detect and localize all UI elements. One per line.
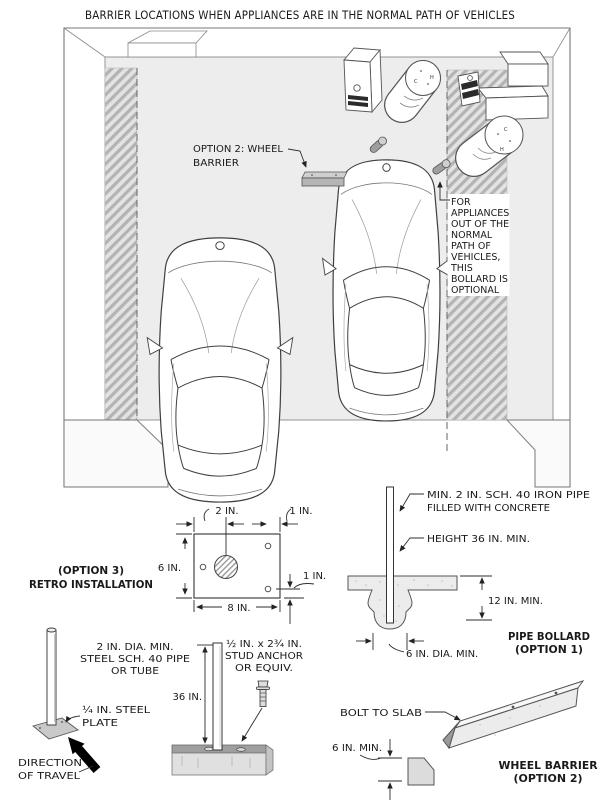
wheel-barrier-plan bbox=[301, 171, 348, 187]
furnace-duct-icon bbox=[457, 51, 549, 121]
direction-label-line2: OF TRAVEL bbox=[18, 771, 80, 782]
pipe-note-line2: FILLED WITH CONCRETE bbox=[427, 503, 550, 514]
option2-wheel-barrier-callout-line2: BARRIER bbox=[193, 158, 239, 169]
option3-label-line1: (OPTION 3) bbox=[58, 564, 124, 577]
bollard-note-line6: VEHICLES, bbox=[451, 252, 500, 263]
direction-of-travel-arrow bbox=[68, 737, 101, 773]
pipe-bollard-plan-2 bbox=[432, 159, 451, 175]
bolt-to-slab-leader bbox=[425, 711, 461, 721]
dim-6in-min: 6 IN. MIN. bbox=[332, 743, 382, 754]
dim-1in-top: 1 IN. bbox=[289, 506, 312, 517]
option2-label-line1: WHEEL BARRIER bbox=[499, 759, 599, 772]
plate-note-line2: PLATE bbox=[82, 718, 118, 729]
wheel-barrier-leader bbox=[287, 148, 307, 168]
diagram-title: BARRIER LOCATIONS WHEN APPLIANCES ARE IN… bbox=[85, 8, 515, 22]
option1-label-line2: (OPTION 1) bbox=[515, 643, 583, 656]
front-wall-right-stub bbox=[505, 419, 571, 488]
water-heater2-cold-mark: C bbox=[504, 127, 508, 133]
anchor-hole bbox=[199, 563, 207, 571]
water-heater-icon: C H bbox=[384, 60, 441, 123]
retro-pipe-note-line2: STEEL SCH. 40 PIPE bbox=[80, 654, 190, 665]
bollard-note-line2: APPLIANCES bbox=[451, 208, 509, 219]
pipe-note-leader bbox=[399, 493, 424, 512]
water-heater-hot-mark: H bbox=[430, 75, 434, 81]
wall-corner-lines bbox=[63, 27, 571, 58]
curb-section bbox=[407, 757, 435, 786]
bollard-pipe bbox=[386, 486, 394, 624]
direction-leader bbox=[78, 765, 94, 773]
entry-step bbox=[127, 30, 208, 58]
wheel-barrier-3d-icon bbox=[442, 680, 585, 750]
pipe-section bbox=[214, 555, 238, 579]
bollard-3d-icon bbox=[32, 627, 79, 740]
option2-label-line2: (OPTION 2) bbox=[514, 772, 583, 785]
dim-6in-dia: 6 IN. DIA. MIN. bbox=[406, 649, 478, 660]
stud-anchor-icon bbox=[256, 680, 270, 707]
retro-pipe-note-line1: 2 IN. DIA. MIN. bbox=[97, 642, 174, 653]
optional-bollard-leader bbox=[437, 181, 450, 201]
bollard-note-line5: PATH OF bbox=[451, 241, 491, 252]
retro-installation-elevation: ¼ IN. STEEL PLATE DIRECTION OF TRAVEL 2 … bbox=[18, 627, 303, 782]
water-heater-cold-mark: C bbox=[414, 79, 418, 85]
plate-note-line1: ¼ IN. STEEL bbox=[82, 704, 150, 716]
option2-wheel-barrier-callout-line1: OPTION 2: WHEEL bbox=[193, 144, 283, 155]
bollard-note-line3: OUT OF THE bbox=[451, 219, 509, 230]
optional-bollard-note: FOR APPLIANCES OUT OF THE NORMAL PATH OF… bbox=[437, 181, 510, 296]
left-appliance-zone-hatch bbox=[104, 67, 138, 421]
option2-wheel-barrier-detail: BOLT TO SLAB 6 IN. MIN. WHEEL BARRIER (O… bbox=[332, 680, 599, 800]
water-heater2-hot-mark: H bbox=[500, 147, 504, 153]
slab-and-footing bbox=[347, 575, 458, 630]
dim-2in: 2 IN. bbox=[215, 506, 238, 517]
bollard-note-line7: THIS bbox=[450, 263, 473, 274]
retro-pipe bbox=[212, 642, 223, 751]
anchor-hole bbox=[264, 542, 272, 550]
height-note: HEIGHT 36 IN. MIN. bbox=[427, 534, 530, 545]
option1-pipe-bollard-detail: MIN. 2 IN. SCH. 40 IRON PIPE FILLED WITH… bbox=[347, 486, 590, 660]
retro-pipe-note-line3: OR TUBE bbox=[111, 666, 159, 677]
concrete-stipple bbox=[355, 579, 453, 622]
dim-8in: 8 IN. bbox=[227, 603, 250, 614]
dim-12in-min: 12 IN. MIN. bbox=[488, 596, 543, 607]
dim-6in: 6 IN. bbox=[158, 563, 181, 574]
bollard-note-line4: NORMAL bbox=[451, 230, 493, 241]
dim-1in-right: 1 IN. bbox=[303, 571, 326, 582]
car-left bbox=[146, 237, 294, 503]
bollard-note-line8: BOLLARD IS bbox=[451, 274, 508, 285]
front-wall-left-stub bbox=[63, 419, 169, 488]
stud-anchor-note-line3: OR EQUIV. bbox=[235, 663, 293, 674]
stud-anchor-leader bbox=[241, 707, 263, 742]
plate-note-leader bbox=[65, 715, 81, 723]
stud-anchor-note-line2: STUD ANCHOR bbox=[225, 651, 303, 662]
direction-label-line1: DIRECTION bbox=[18, 758, 82, 769]
furnace-icon bbox=[343, 47, 383, 114]
dim-36in: 36 IN. bbox=[172, 692, 202, 703]
option3-label-line2: RETRO INSTALLATION bbox=[29, 578, 153, 591]
bollard-note-line1: FOR bbox=[451, 197, 471, 208]
water-heater-icon-2: C H bbox=[455, 115, 524, 177]
pipe-note-line1: MIN. 2 IN. SCH. 40 IRON PIPE bbox=[427, 490, 590, 501]
height-note-leader bbox=[399, 537, 424, 552]
garage-plan: C H C H bbox=[63, 27, 571, 503]
bolt-to-slab-note: BOLT TO SLAB bbox=[340, 708, 422, 719]
option3-retro-detail: 2 IN. 1 IN. 6 IN. 1 IN. 8 IN. (OPTION 3)… bbox=[29, 506, 326, 624]
pipe-bollard-plan-1 bbox=[369, 136, 387, 153]
stud-anchor-note-line1: ½ IN. x 2¾ IN. bbox=[226, 638, 302, 650]
option1-label-line1: PIPE BOLLARD bbox=[508, 630, 590, 643]
car-right bbox=[321, 159, 452, 422]
anchor-hole bbox=[264, 585, 272, 593]
bollard-note-line9: OPTIONAL bbox=[451, 285, 500, 296]
